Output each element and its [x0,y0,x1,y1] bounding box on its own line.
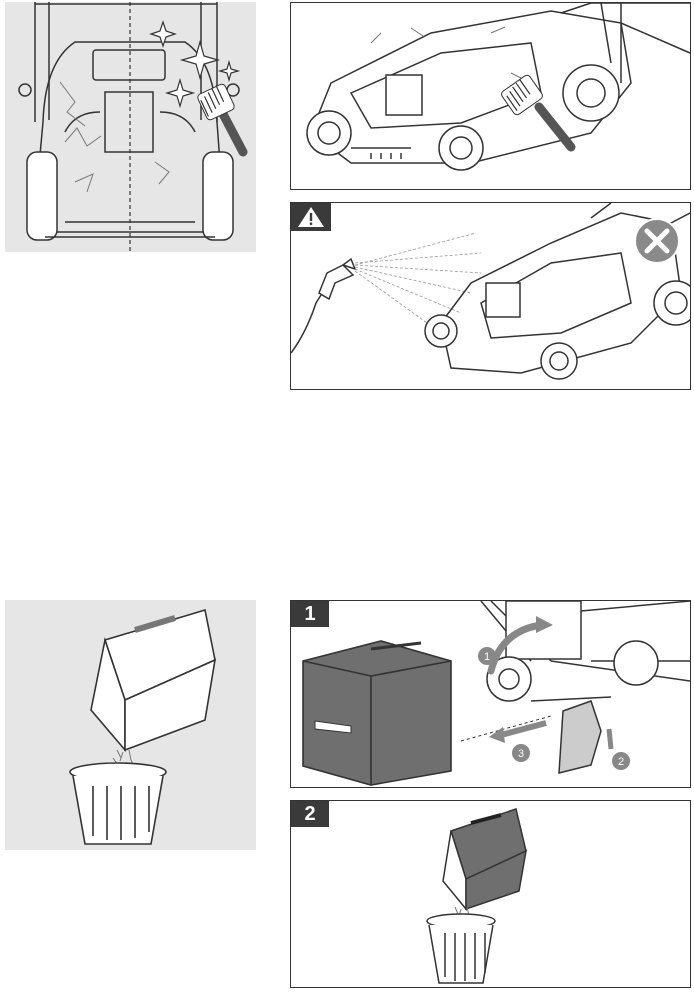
callout-3: 3 [512,744,530,762]
garden-hose-icon [291,257,357,354]
brush-icon [501,74,576,152]
sparkle-icon [149,20,241,109]
trash-bin-icon [426,913,496,984]
step-number-badge: 2 [291,801,329,827]
figure-step-empty-box: 2 [290,800,691,988]
svg-text:1: 1 [484,651,490,663]
prohibited-x-icon [634,218,680,264]
mower-brush-drawing [306,3,690,171]
callout-2: 2 [612,752,630,770]
brush-icon [197,83,248,157]
mower-hose-drawing [291,203,690,380]
svg-text:2: 2 [618,756,624,768]
trash-bin-icon [69,762,167,845]
svg-text:3: 3 [518,748,524,760]
figure-no-water-spray [290,202,691,390]
empty-box-drawing [426,808,527,984]
mower-underside-drawing [18,2,248,252]
figure-underside-cleaning [5,2,256,252]
figure-empty-box-gray [5,600,256,850]
box-empty-drawing [69,608,217,845]
step-number-badge: 1 [291,601,329,627]
remove-box-drawing: 1 2 3 [302,601,690,786]
warning-triangle-icon [291,203,331,231]
figure-brush-cleaning [290,2,691,190]
figure-step-remove-box: 1 1 [290,600,691,788]
callout-1: 1 [478,647,496,665]
